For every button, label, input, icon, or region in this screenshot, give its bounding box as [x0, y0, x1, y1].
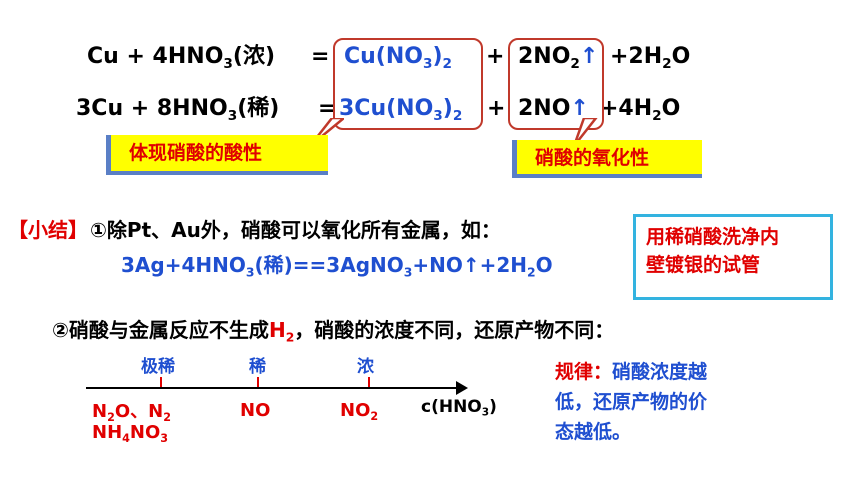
product-very-dilute-2: NH4NO3 [92, 422, 169, 445]
law-line2: 低，还原产物的价 [555, 391, 708, 413]
axis-label-very-dilute: 极稀 [141, 357, 175, 377]
eq2-water-text: +4H [600, 96, 653, 121]
prod1-c: NH [92, 422, 123, 443]
eq2-salt-close: ) [442, 96, 453, 121]
eq2-gas-text: 2NO [518, 96, 571, 121]
eq1-gas: 2NO2↑ [518, 44, 599, 72]
eq1-water-text: +2H [610, 44, 663, 69]
equation-1: Cu + 4HNO3(浓) [87, 44, 276, 72]
axis-title-tail: ) [489, 397, 497, 417]
ag-eq-a: 3Ag+4HNO [121, 253, 246, 277]
prod1-b: O、N [114, 401, 164, 422]
eq2-water-sub: 2 [652, 107, 662, 124]
gas-arrow-icon: ↑ [579, 44, 599, 69]
product-dilute: NO [240, 400, 271, 421]
law-line3: 态越低。 [555, 421, 632, 443]
point2-h: H [268, 318, 286, 342]
axis-label-dilute: 稀 [249, 357, 266, 377]
axis-tick [160, 377, 162, 387]
axis-tick [368, 377, 370, 387]
prod1-a-sub: 2 [107, 410, 115, 424]
eq1-salt-close: ) [432, 44, 443, 69]
eq1-gas-sub: 2 [570, 55, 580, 72]
eq1-salt-text: Cu(NO [344, 44, 423, 69]
ag-eq-c: +NO↑+2H [412, 253, 528, 277]
equation-2: 3Cu + 8HNO3(稀) [76, 96, 280, 124]
eq2-water: +4H2O [600, 96, 681, 124]
concentration-axis [86, 387, 458, 389]
point2-start: ②硝酸与金属反应不生成 [52, 318, 269, 342]
axis-tick [257, 377, 259, 387]
point2-end: ，硝酸的浓度不同，还原产物不同： [294, 318, 615, 342]
prod3-text: NO [340, 400, 371, 421]
prod1-a: N [92, 401, 108, 422]
eq1-salt-sub2: 2 [442, 55, 453, 72]
usage-note-box: 用稀硝酸洗净内 壁镀银的试管 [633, 214, 833, 300]
eq1-condition: (浓) [232, 44, 276, 69]
oxidizing-label: 硝酸的氧化性 [512, 140, 702, 178]
eq2-salt: 3Cu(NO3)2 [339, 96, 463, 124]
law-line1-rest: 硝酸浓度越 [612, 361, 708, 383]
eq1-reactants: Cu + 4HNO [87, 44, 224, 69]
eq2-reactants: 3Cu + 8HNO [76, 96, 228, 121]
axis-arrow-icon [456, 381, 468, 395]
summary-tag: 【小结】 [8, 218, 88, 242]
eq2-condition: (稀) [237, 96, 280, 121]
prod1-d: NO [129, 422, 161, 443]
eq2-water-tail: O [661, 96, 681, 121]
axis-title: c(HNO3) [421, 397, 497, 419]
eq1-water: +2H2O [610, 44, 691, 72]
eq1-water-tail: O [671, 44, 691, 69]
product-concentrated: NO2 [340, 400, 379, 423]
law-key: 规律： [555, 361, 613, 383]
axis-label-concentrated: 浓 [357, 357, 374, 377]
axis-title-text: c(HNO [421, 397, 482, 417]
eq1-water-sub: 2 [662, 55, 672, 72]
gas-highlight-box [508, 38, 604, 130]
gas-arrow-icon: ↑ [570, 96, 589, 121]
summary-point-2: ②硝酸与金属反应不生成H2，硝酸的浓度不同，还原产物不同： [52, 314, 614, 343]
law-line1: 规律：硝酸浓度越 [555, 357, 707, 387]
callout-pointer-right [572, 118, 598, 147]
ag-eq-a-sub: 3 [245, 264, 255, 280]
prod1-b-sub: 2 [163, 410, 171, 424]
eq2-gas: 2NO↑ [518, 96, 589, 122]
eq1-salt: Cu(NO3)2 [344, 44, 453, 72]
eq1-plus: + [486, 44, 505, 69]
ag-eq-c-sub: 2 [527, 264, 536, 280]
usage-note-line2: 壁镀银的试管 [646, 254, 761, 276]
prod1-d-sub: 3 [160, 431, 169, 445]
point2-h-sub: 2 [285, 329, 295, 345]
summary-point-1: ①除Pt、Au外，硝酸可以氧化所有金属，如： [90, 218, 501, 242]
eq1-gas-text: 2NO [518, 44, 571, 69]
eq2-sub: 3 [227, 107, 238, 124]
silver-equation: 3Ag+4HNO3(稀)==3AgNO3+NO↑+2H2O [121, 249, 553, 278]
eq2-salt-sub2: 2 [452, 107, 463, 124]
eq2-salt-sub: 3 [433, 107, 443, 124]
ag-eq-d: O [535, 253, 553, 277]
eq1-equals: = [311, 44, 330, 69]
product-very-dilute-1: N2O、N2 [92, 397, 171, 423]
eq2-equals: = [318, 96, 337, 121]
eq1-salt-sub: 3 [422, 55, 433, 72]
usage-note-line1: 用稀硝酸洗净内 [646, 226, 780, 248]
acidity-label: 体现硝酸的酸性 [106, 135, 328, 175]
prod3-sub: 2 [370, 409, 379, 423]
prod1-c-sub: 4 [122, 431, 130, 445]
salt-highlight-box [333, 38, 483, 130]
ag-eq-b: (稀)==3AgNO [254, 253, 404, 277]
law-text: 规律：硝酸浓度越 低，还原产物的价 态越低。 [555, 357, 707, 447]
axis-title-sub: 3 [481, 406, 490, 419]
eq2-plus: + [487, 96, 506, 121]
eq1-sub: 3 [223, 55, 233, 72]
eq2-salt-text: 3Cu(NO [339, 96, 434, 121]
ag-eq-b-sub: 3 [403, 264, 413, 280]
